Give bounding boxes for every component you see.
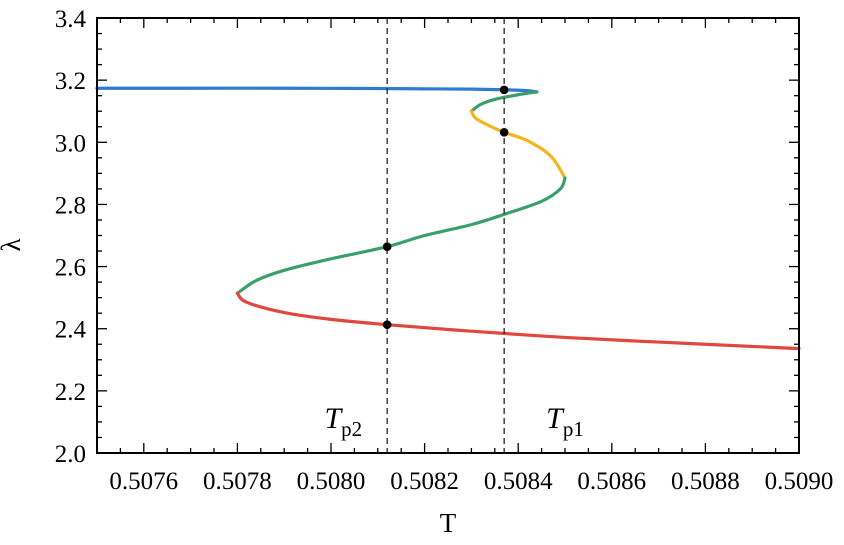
marker-point-2 — [499, 128, 509, 137]
plot-frame — [96, 17, 800, 454]
y-tick-label: 3.4 — [55, 6, 87, 33]
marker-point-3 — [382, 242, 392, 251]
x-tick-label: 0.5086 — [577, 468, 646, 495]
annotation-p1: Tp1 — [546, 402, 584, 441]
x-axis-label: T — [440, 508, 457, 538]
y-tick-label: 3.0 — [55, 130, 86, 157]
y-tick-label: 2.8 — [55, 192, 86, 219]
y-axis-label: λ — [0, 238, 26, 251]
y-tick-label: 2.6 — [55, 255, 86, 282]
x-ticks-group: 0.5076 0.5078 0.5080 0.5082 0.5084 0.5086 0.50… — [96, 18, 834, 495]
x-tick-label: 0.5080 — [297, 468, 366, 495]
annotations-group: Tp2 Tp1 — [324, 402, 583, 441]
marker-point-4 — [382, 320, 392, 329]
y-tick-label: 2.2 — [55, 379, 86, 406]
marker-points-group — [382, 85, 509, 329]
series-curve-2 — [469, 90, 539, 113]
dashed-lines-group — [386, 18, 505, 453]
annotation-p2: Tp2 — [324, 402, 362, 441]
series-curve-3 — [469, 109, 567, 180]
curve-group — [95, 86, 801, 351]
x-tick-label: 0.5088 — [671, 468, 740, 495]
series-curve-4 — [235, 176, 567, 295]
y-tick-label: 2.4 — [55, 317, 87, 344]
series-curve-1 — [95, 86, 539, 94]
x-tick-label: 0.5084 — [484, 468, 553, 495]
x-tick-label: 0.5078 — [203, 468, 272, 495]
x-tick-label: 0.5082 — [390, 468, 459, 495]
y-tick-label: 2.0 — [55, 441, 86, 468]
series-curve-5 — [235, 291, 801, 351]
y-tick-label: 3.2 — [55, 68, 86, 95]
y-ticks-group: 2.0 2.2 2.4 2.6 2.8 3.0 3.2 3.4 — [55, 6, 799, 468]
marker-point-1 — [499, 85, 509, 95]
x-tick-label: 0.5090 — [765, 468, 834, 495]
x-tick-label: 0.5076 — [109, 468, 178, 495]
